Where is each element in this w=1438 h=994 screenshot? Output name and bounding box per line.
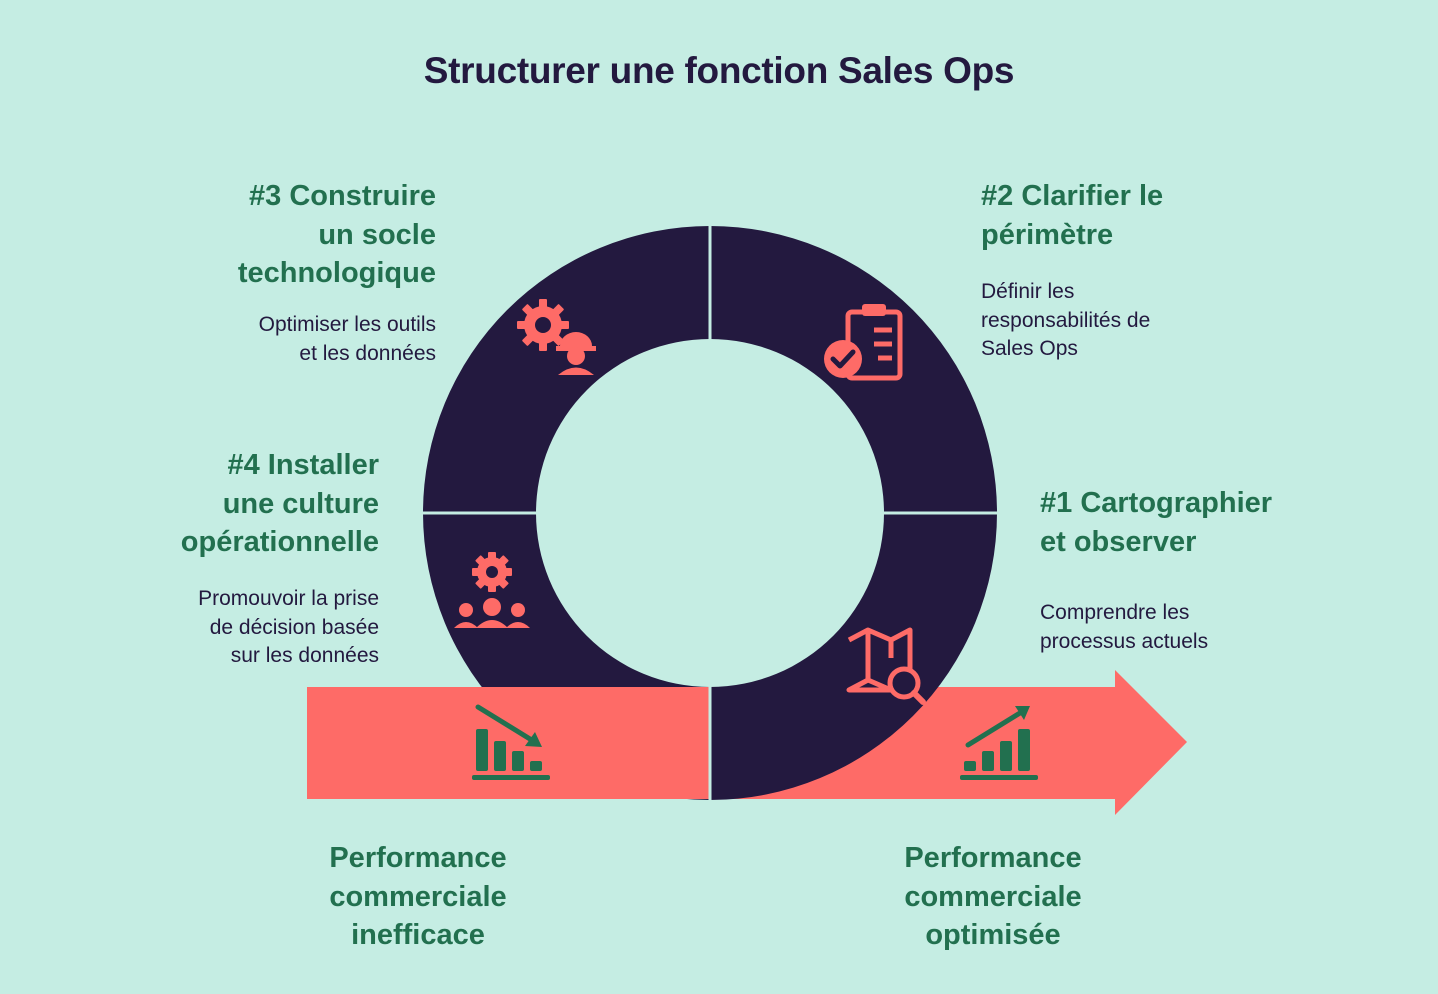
chart-up-icon [960,706,1038,780]
map-search-icon [846,627,926,705]
outcome-before-label: Performance commerciale inefficace [329,842,507,951]
page-title: Structurer une fonction Sales Ops [423,50,1015,91]
step-2-title: #2 Clarifier le périmètre [981,180,1164,251]
clipboard-check-icon [824,304,903,381]
step-4-description: Promouvoir la prise de décision basée su… [198,587,379,667]
gear-team-icon [454,552,530,628]
gear-worker-icon [517,299,596,375]
outcome-after-label: Performance commerciale optimisée [904,842,1082,951]
ring-segment-3 [423,226,710,513]
step-4-title: #4 Installer une culture opérationnelle [180,449,379,558]
step-2-description: Définir les responsabilités de Sales Ops [981,280,1151,360]
chart-down-icon [472,704,550,780]
ring-segment-1 [710,513,997,800]
step-3-description: Optimiser les outils et les données [258,313,436,365]
step-3-title: #3 Construire un socle technologique [237,180,436,289]
step-1-title: #1 Cartographier et observer [1040,487,1273,558]
start-band [307,687,710,799]
step-1-description: Comprendre les processus actuels [1040,601,1209,653]
